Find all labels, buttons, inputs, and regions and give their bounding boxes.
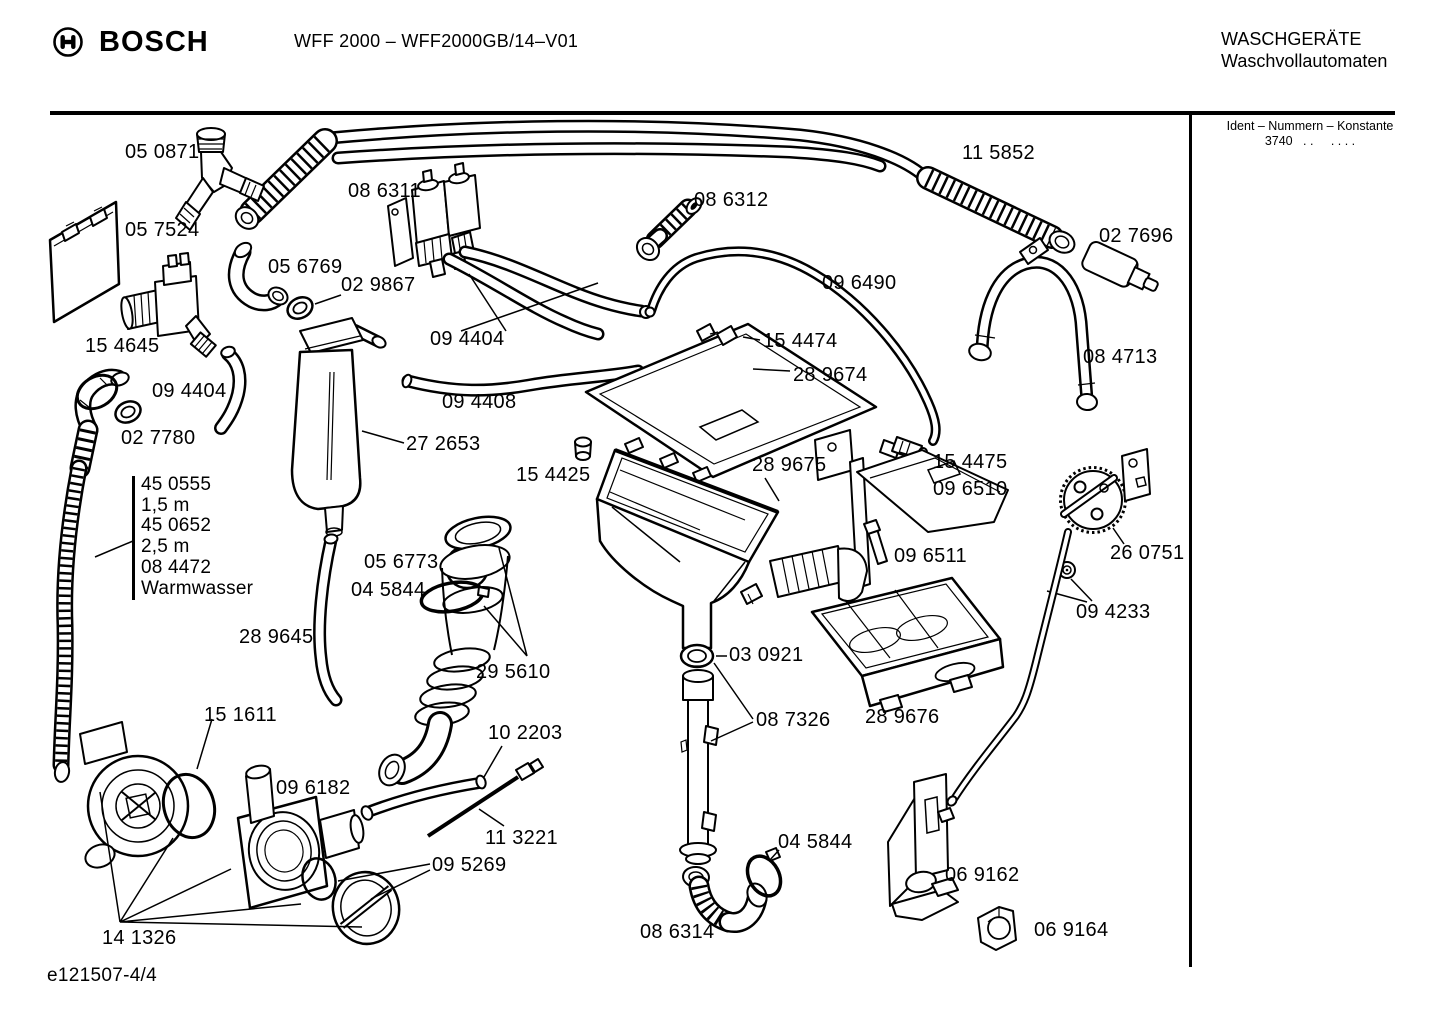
right-column-divider [1189,113,1192,967]
art-hose-094408 [401,364,645,397]
art-tube-102203 [360,745,503,821]
part-label-151611: 15 1611 [204,704,277,726]
art-pump-group-141326 [79,718,431,946]
art-elbow-056769 [227,241,289,312]
part-label-289674: 28 9674 [793,364,868,386]
art-guide-084713 [968,237,1098,412]
part-label-154425: 15 4425 [516,464,591,486]
part-label-154475: 15 4475 [933,451,1008,473]
art-tank-272653 [290,317,405,537]
part-label-069162: 06 9162 [945,864,1020,886]
part-label-113221: 11 3221 [485,827,558,849]
part-label-030921: 03 0921 [729,644,804,666]
part-label-096511: 09 6511 [894,545,967,567]
art-pressure-hose [946,528,1072,807]
art-bracket-069162 [887,773,959,921]
hose-note-line: 08 4472 [141,556,212,578]
part-label-289675: 28 9675 [752,454,827,476]
art-cover-289674 [584,322,878,483]
part-label-096510: 09 6510 [933,478,1008,500]
hose-note-line: 1,5 m [141,494,190,516]
art-funnel-295610 [378,515,528,787]
part-label-272653: 27 2653 [406,433,481,455]
art-elbow-086312 [635,197,703,262]
part-label-115852: 11 5852 [962,142,1035,164]
art-inlet-valve-154645 [120,252,217,358]
part-label-027696: 02 7696 [1099,225,1174,247]
part-label-056769: 05 6769 [268,256,343,278]
part-label-087326: 08 7326 [756,709,831,731]
part-label-094404b: 09 4404 [430,328,505,350]
part-label-154645: 15 4645 [85,335,160,357]
art-clamp-045844-lower [745,847,783,898]
model-title: WFF 2000 – WFF2000GB/14–V01 [294,31,579,51]
ident-box: Ident – Nummern – Konstante 3740 . . . .… [1215,119,1405,149]
part-label-260751: 26 0751 [1110,542,1185,564]
art-seal-ring-029867 [286,294,342,320]
art-warmwater-hose [52,368,142,783]
art-hose-113221 [426,758,544,838]
part-label-056773: 05 6773 [364,551,439,573]
part-label-102203: 10 2203 [488,722,563,744]
hose-note-line: 45 0652 [141,515,212,537]
document-number: e121507-4/4 [47,965,158,986]
part-label-094233: 09 4233 [1076,601,1151,623]
part-label-289676: 28 9676 [865,706,940,728]
art-siphon-096510 [814,429,1009,589]
part-label-094408: 09 4408 [442,391,517,413]
art-ring-045844-upper [419,580,490,614]
art-cover-plate-057524 [48,200,121,324]
department-block: WASCHGERÄTE Waschvollautomaten [1221,28,1387,72]
art-standpipe-087326 [679,662,754,865]
part-label-096490: 09 6490 [822,272,897,294]
part-label-086311: 08 6311 [348,180,421,202]
ident-title: Ident – Nummern – Konstante [1226,119,1394,133]
header-divider [50,111,1395,115]
art-siphon-096511 [769,519,888,602]
part-label-096182: 09 6182 [276,777,351,799]
part-label-045844a: 04 5844 [351,579,426,601]
part-label-069164: 06 9164 [1034,919,1109,941]
hose-note-line: 45 0555 [141,474,212,495]
hose-note-line: Warmwasser [141,577,254,599]
art-hose-096490 [644,246,941,446]
art-y-fitting-050871 [175,127,265,231]
part-label-141326: 14 1326 [102,927,177,949]
art-elbow-086314 [682,865,768,933]
bosch-logo-icon [53,27,83,57]
part-label-029867: 02 9867 [341,274,416,296]
art-clip-069164 [977,906,1017,951]
part-label-045844b: 04 5844 [778,831,853,853]
art-fill-hose-115852 [234,119,1076,254]
art-elbow-094404-left [214,345,247,435]
part-label-289645: 28 9645 [239,626,314,648]
art-bushing-154425 [574,436,592,461]
art-drawer-289676 [810,576,1005,713]
part-label-050871: 05 0871 [125,141,200,163]
part-label-154474: 15 4474 [763,330,838,352]
part-label-295610: 29 5610 [476,661,551,683]
art-seal-030921 [679,643,727,669]
part-label-094404a: 09 4404 [152,380,227,402]
art-clamp-154474 [696,323,761,346]
art-hoses-094404 [442,245,653,341]
art-nozzle-027696 [1081,241,1159,292]
art-hose-289645 [313,533,343,707]
subdepartment-line: Waschvollautomaten [1221,51,1388,71]
art-sensor-260751 [1059,448,1151,545]
part-label-086312: 08 6312 [694,189,769,211]
ident-number: 3740 . . . . . . [1264,134,1356,148]
part-label-095269: 09 5269 [432,854,507,876]
brand-name: BOSCH [99,26,209,58]
part-label-086314: 08 6314 [640,921,715,943]
hose-note-line: 2,5 m [141,536,190,558]
department-line: WASCHGERÄTE [1221,29,1362,49]
part-label-084713: 08 4713 [1083,346,1158,368]
part-label-027780: 02 7780 [121,427,196,449]
hose-note-bracket [132,476,135,600]
art-housing-289675 [595,448,780,650]
part-label-057524: 05 7524 [125,219,200,241]
